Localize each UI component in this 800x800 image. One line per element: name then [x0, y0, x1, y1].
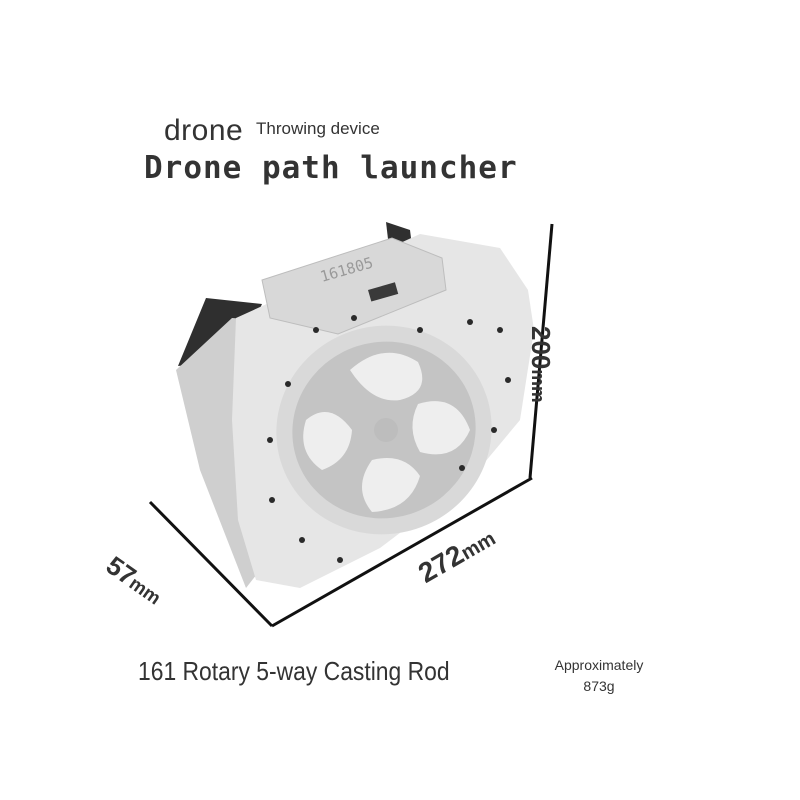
rotor-hub	[374, 418, 398, 442]
weight-line-2: 873g	[583, 678, 615, 694]
weight-label: Approximately 873g	[545, 655, 653, 697]
device-top-cap	[261, 237, 447, 335]
product-name: 161 Rotary 5-way Casting Rod	[138, 656, 450, 686]
title-caption: Throwing device	[256, 119, 380, 138]
rotor-lobe-top	[350, 352, 423, 401]
page-title: Drone path launcher	[144, 150, 518, 186]
height-dimension-line	[528, 223, 554, 479]
connector-port	[368, 282, 399, 302]
height-dimension-label: 200mm	[526, 326, 556, 403]
rotor-lobe-right	[412, 401, 470, 455]
depth-dimension-line	[148, 500, 274, 628]
rotor-lobe-bottom	[362, 458, 420, 512]
title-drone: drone	[164, 114, 244, 147]
width-dimension-line	[271, 476, 533, 628]
rotor-lobe-left	[303, 412, 352, 470]
weight-line-1: Approximately	[554, 657, 644, 673]
screw-holes	[267, 315, 511, 563]
